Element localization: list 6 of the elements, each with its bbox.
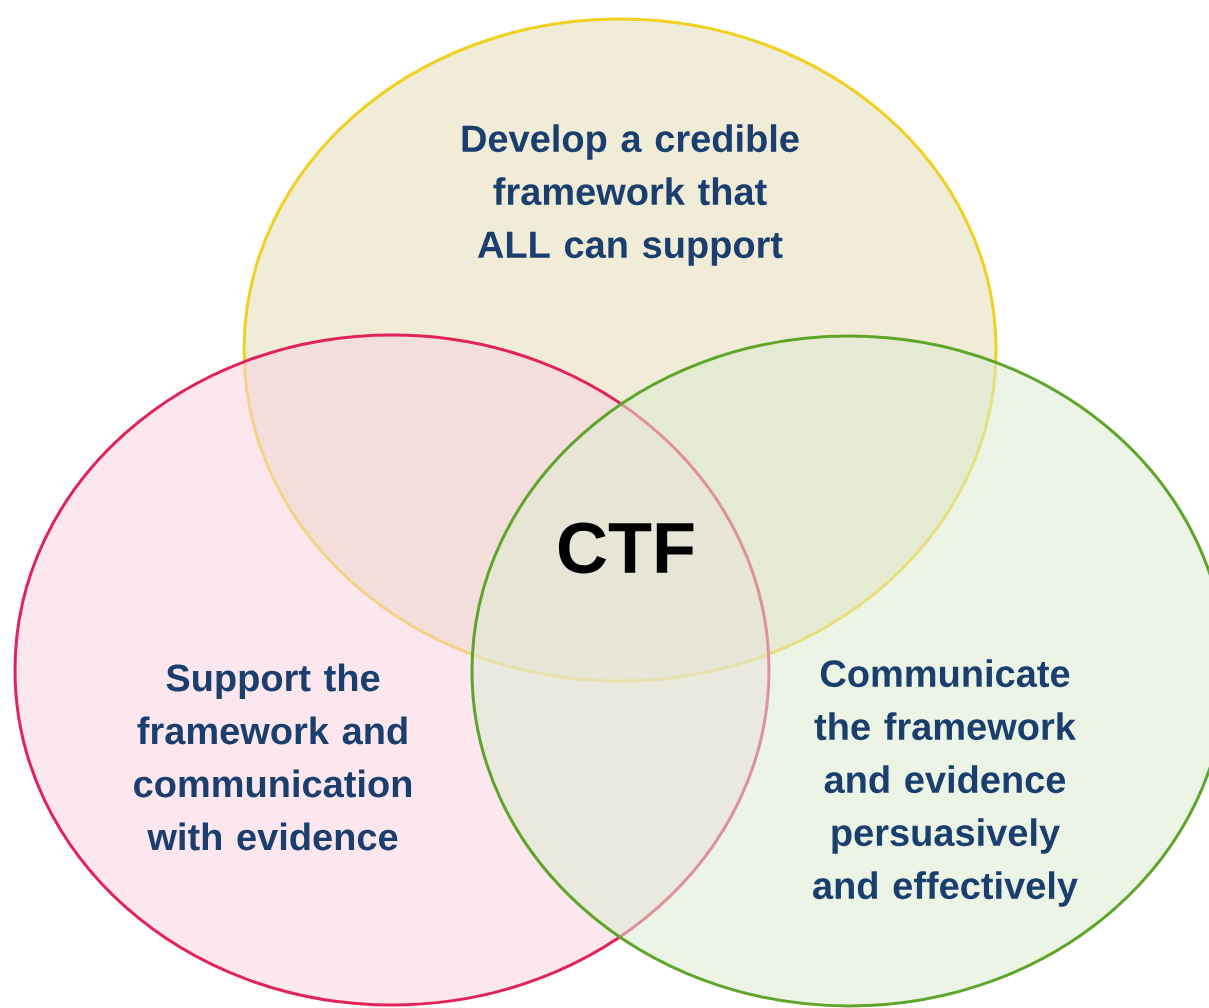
- circle-label: Develop a credible framework that ALL can support: [462, 124, 799, 266]
- circle-label: Communicate the framework and evidence persuasively and effectively: [813, 659, 1078, 907]
- circle-label: Support the framework and communication with evidence: [134, 663, 412, 851]
- venn-circle: [13, 333, 771, 1007]
- venn-circle: [470, 334, 1209, 1008]
- center-label: CTF: [559, 522, 694, 574]
